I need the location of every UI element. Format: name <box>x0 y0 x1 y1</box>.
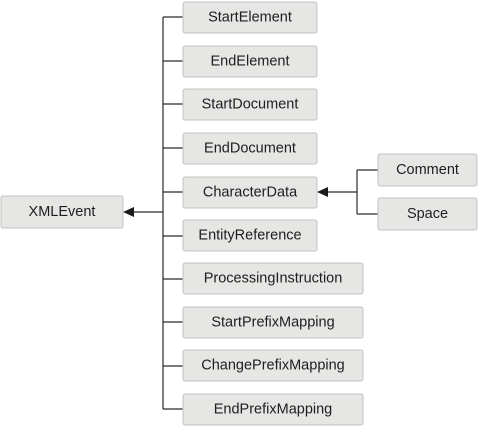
node-enddocument: EndDocument <box>182 132 318 165</box>
node-entityreference: EntityReference <box>182 219 318 252</box>
node-endelement-label: EndElement <box>211 54 290 70</box>
node-comment: Comment <box>377 153 478 187</box>
node-startelement-label: StartElement <box>208 10 292 26</box>
node-startelement: StartElement <box>182 1 318 34</box>
node-changeprefixmapping: ChangePrefixMapping <box>182 349 364 382</box>
node-space: Space <box>377 197 478 231</box>
arrow-to-xmlevent-head <box>123 207 134 217</box>
node-endelement: EndElement <box>182 45 318 78</box>
node-comment-label: Comment <box>396 162 459 178</box>
node-endprefixmapping: EndPrefixMapping <box>182 393 364 426</box>
node-processinginstruction-label: ProcessingInstruction <box>204 271 343 287</box>
node-startprefixmapping: StartPrefixMapping <box>182 306 364 339</box>
node-xmlevent: XMLEvent <box>0 195 124 229</box>
node-startdocument: StartDocument <box>182 88 318 121</box>
node-startdocument-label: StartDocument <box>202 97 299 113</box>
node-entityreference-label: EntityReference <box>198 228 301 244</box>
node-enddocument-label: EndDocument <box>204 141 296 157</box>
node-space-label: Space <box>407 206 448 222</box>
arrow-to-characterdata-head <box>317 187 328 197</box>
node-characterdata: CharacterData <box>182 176 318 209</box>
node-xmlevent-label: XMLEvent <box>29 204 96 220</box>
node-endprefixmapping-label: EndPrefixMapping <box>214 402 333 418</box>
node-characterdata-label: CharacterData <box>203 185 298 201</box>
node-startprefixmapping-label: StartPrefixMapping <box>211 315 334 331</box>
node-processinginstruction: ProcessingInstruction <box>182 262 364 295</box>
node-changeprefixmapping-label: ChangePrefixMapping <box>201 358 344 374</box>
